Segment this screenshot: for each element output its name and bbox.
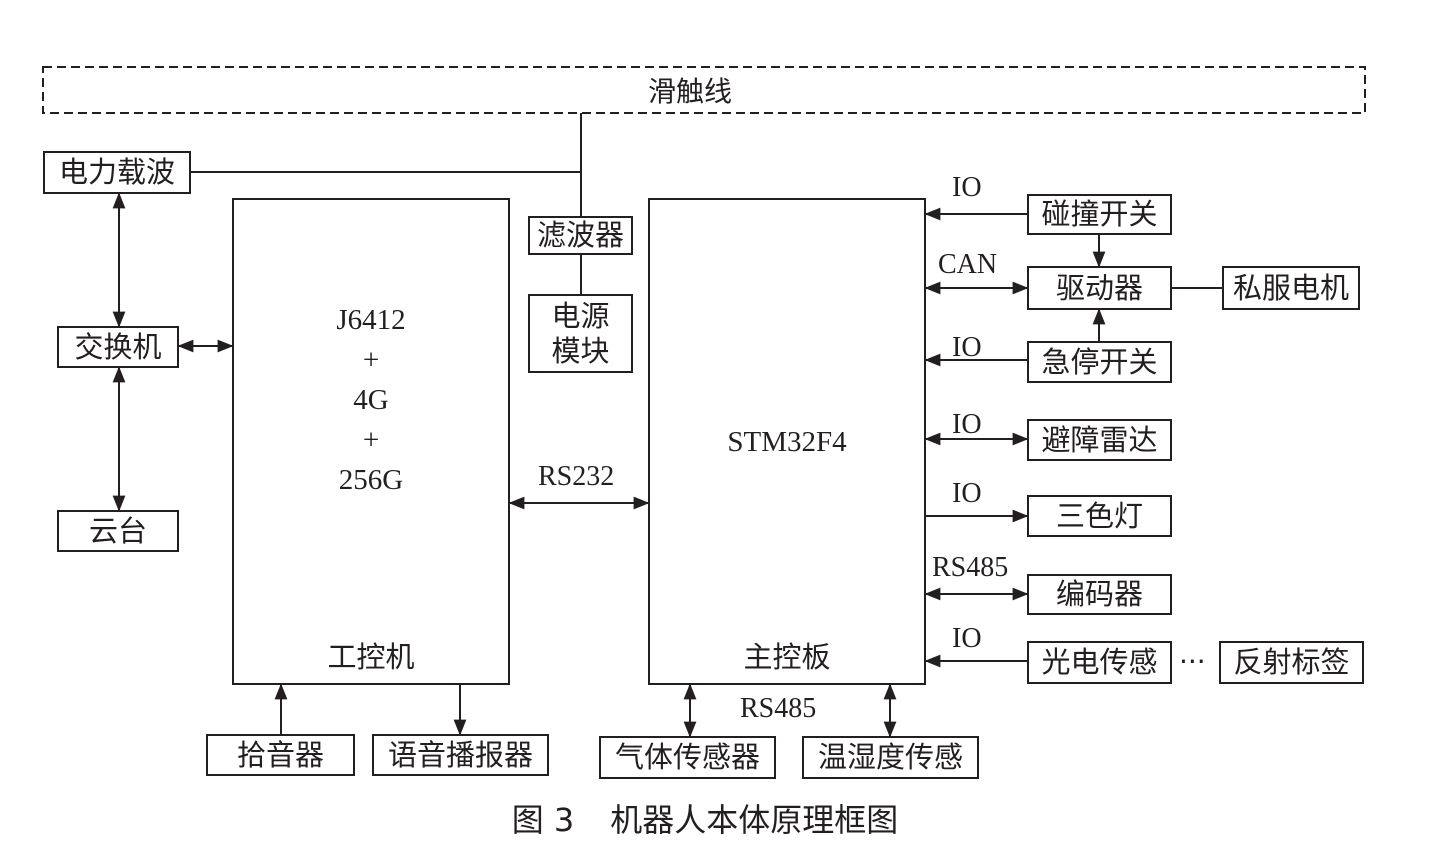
encoder-block: 编码器 — [1027, 574, 1172, 615]
power-carrier-block: 电力载波 — [43, 151, 191, 194]
ipc-block: J6412 + 4G + 256G 工控机 — [232, 198, 510, 685]
power-module-line1: 电源 — [551, 298, 610, 333]
reflective-tag-block: 反射标签 — [1219, 641, 1364, 684]
gas-sensor-block: 气体传感器 — [599, 736, 776, 779]
power-module-block: 电源 模块 — [528, 294, 633, 373]
ipc-specs: J6412 + 4G + 256G — [234, 300, 508, 500]
bus-outline — [42, 66, 1366, 114]
figure-number: 图 3 — [511, 801, 575, 839]
can-label: CAN — [938, 249, 998, 280]
ellipsis: ··· — [1179, 645, 1206, 678]
io-photo-label: IO — [952, 623, 982, 654]
driver-block: 驱动器 — [1027, 266, 1172, 310]
collision-switch-block: 碰撞开关 — [1027, 194, 1172, 235]
io-estop-label: IO — [952, 332, 982, 363]
rs485-encoder-label: RS485 — [932, 552, 1009, 583]
figure-title: 机器人本体原理框图 — [610, 801, 899, 839]
io-light-label: IO — [952, 478, 982, 509]
temp-humidity-block: 温湿度传感 — [802, 736, 979, 779]
switch-block: 交换机 — [57, 326, 179, 368]
ipc-spec-plus: + — [362, 344, 380, 376]
io-radar-label: IO — [952, 409, 982, 440]
figure-caption: 图 3 机器人本体原理框图 — [0, 804, 1410, 836]
ipc-name: 工控机 — [327, 640, 415, 674]
estop-switch-block: 急停开关 — [1027, 341, 1172, 383]
obstacle-radar-block: 避障雷达 — [1027, 419, 1172, 461]
bus-label: 滑触线 — [648, 75, 733, 108]
ptz-block: 云台 — [57, 510, 179, 552]
ipc-spec-plus: + — [362, 424, 380, 456]
main-board-block: STM32F4 主控板 — [648, 198, 926, 685]
power-module-line2: 模块 — [551, 333, 610, 368]
ipc-spec-cpu: J6412 — [336, 304, 406, 336]
ipc-spec-network: 4G — [353, 384, 389, 416]
ipc-spec-storage: 256G — [338, 464, 404, 496]
main-board-chip: STM32F4 — [727, 426, 847, 458]
pickup-block: 拾音器 — [206, 734, 355, 776]
filter-block: 滤波器 — [528, 216, 633, 255]
voice-broadcaster-block: 语音播报器 — [372, 734, 549, 776]
rs232-label: RS232 — [538, 461, 615, 492]
io-collision-label: IO — [952, 172, 982, 203]
servo-motor-block: 私服电机 — [1222, 266, 1360, 310]
main-board-name: 主控板 — [743, 640, 831, 674]
tricolor-light-block: 三色灯 — [1027, 495, 1172, 537]
rs485-bottom-label: RS485 — [740, 693, 817, 724]
photo-sensor-block: 光电传感 — [1027, 641, 1172, 684]
